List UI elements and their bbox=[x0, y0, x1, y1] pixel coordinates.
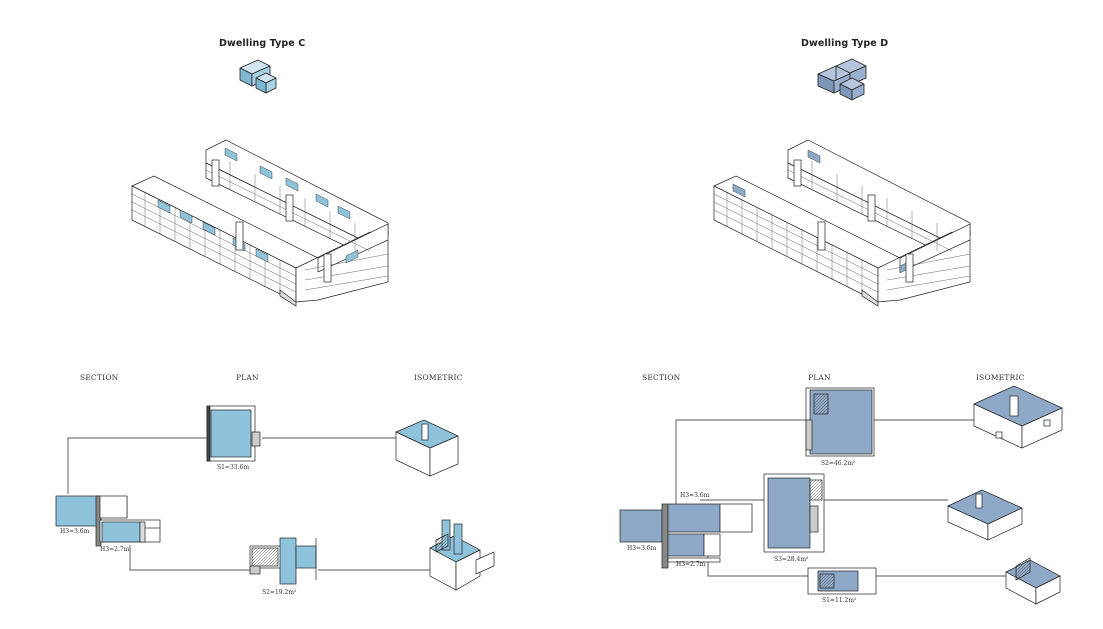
type-c-section-header: SECTION bbox=[80, 373, 119, 382]
type-c-s2-label: S2=19.2m² bbox=[262, 589, 297, 596]
type-d-s1-label: S1=11.2m² bbox=[822, 597, 857, 604]
type-c-s1-label: S1=33.6m bbox=[217, 464, 250, 471]
type-d-h3-b-label: H3=3.6m bbox=[627, 545, 657, 552]
type-d-diagram bbox=[619, 385, 1063, 605]
type-d-h3-c-label: H3=2.7m bbox=[676, 561, 706, 568]
type-c-unit-icon bbox=[239, 59, 277, 94]
type-d-isometric-header: ISOMETRIC bbox=[976, 373, 1025, 382]
type-d-s2-label: S2=46.2m² bbox=[821, 460, 856, 467]
type-c-title: Dwelling Type C bbox=[219, 38, 306, 49]
type-d-plan-header: PLAN bbox=[808, 373, 831, 382]
type-c-h3-upper-label: H3=3.6m bbox=[60, 528, 90, 535]
type-d-unit-icon bbox=[817, 58, 867, 101]
type-d-title: Dwelling Type D bbox=[801, 38, 889, 49]
type-c-building bbox=[131, 139, 389, 307]
type-d-s3-label: S3=28.4m² bbox=[774, 556, 809, 563]
type-d-section-header: SECTION bbox=[642, 373, 681, 382]
type-c-isometric-header: ISOMETRIC bbox=[414, 373, 463, 382]
type-c-diagram bbox=[55, 405, 495, 591]
type-c-h3-lower-label: H3=2.7m bbox=[100, 546, 130, 553]
type-c-plan-header: PLAN bbox=[236, 373, 259, 382]
type-d-h3-a-label: H3=3.6m bbox=[680, 492, 710, 499]
type-d-building bbox=[713, 139, 971, 307]
